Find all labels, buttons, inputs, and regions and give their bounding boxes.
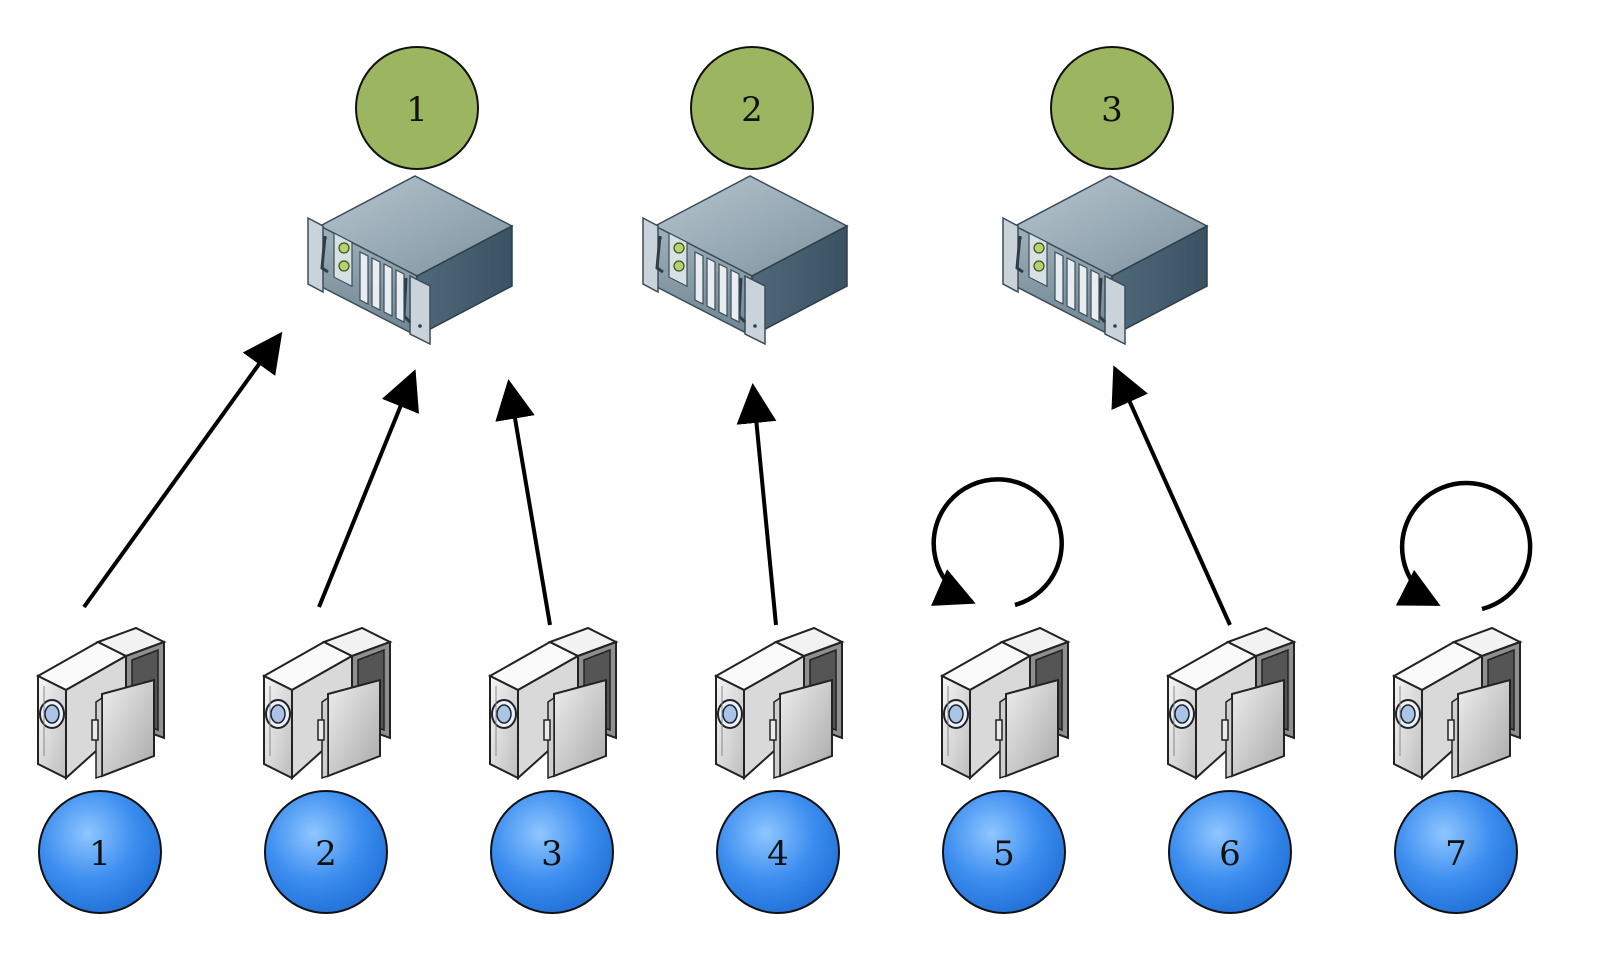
rack-server-icon	[306, 174, 514, 346]
rack-server-icon	[1001, 174, 1209, 346]
server-label-3: 3	[1101, 90, 1123, 130]
device-label-4: 4	[767, 834, 789, 874]
device-node-4: 4	[715, 627, 843, 914]
arrow-device4-to-server2	[736, 383, 778, 626]
rack-server-icon	[641, 174, 849, 346]
device-node-3: 3	[489, 627, 617, 914]
device-label-2: 2	[315, 834, 337, 874]
server-label-1: 1	[406, 90, 428, 130]
device-label-5: 5	[993, 834, 1015, 874]
camcorder-icon	[715, 627, 843, 779]
device-badge-7	[1394, 790, 1518, 914]
device-node-6: 6	[1167, 627, 1295, 914]
device-node-2: 2	[263, 627, 391, 914]
camcorder-icon	[489, 627, 617, 779]
device-label-3: 3	[541, 834, 563, 874]
camcorder-icon	[1167, 627, 1295, 779]
device-node-5: 5	[941, 627, 1069, 914]
device-badge-4	[716, 790, 840, 914]
arrow-device3-to-server1	[495, 379, 552, 626]
device-label-1: 1	[89, 834, 111, 874]
loop-arrow-device7	[1395, 480, 1533, 612]
device-badge-6	[1168, 790, 1292, 914]
device-badge-3	[490, 790, 614, 914]
device-badge-1	[38, 790, 162, 914]
arrow-device2-to-server1	[317, 369, 419, 608]
device-node-1: 1	[37, 627, 165, 914]
camcorder-icon	[263, 627, 391, 779]
server-badge-3	[1050, 46, 1174, 170]
server-node-2: 2	[641, 46, 849, 346]
arrow-device1-to-server1	[82, 331, 283, 609]
device-label-6: 6	[1219, 834, 1241, 874]
loop-arrow-device5	[930, 477, 1064, 608]
camcorder-icon	[941, 627, 1069, 779]
device-node-7: 7	[1393, 627, 1521, 914]
server-badge-2	[690, 46, 814, 170]
arrow-device6-to-server3	[1111, 365, 1232, 626]
device-label-7: 7	[1445, 834, 1467, 874]
camcorder-icon	[1393, 627, 1521, 779]
device-badge-5	[942, 790, 1066, 914]
server-label-2: 2	[741, 90, 763, 130]
server-node-3: 3	[1001, 46, 1209, 346]
camcorder-icon	[37, 627, 165, 779]
server-node-1: 1	[306, 46, 514, 346]
device-badge-2	[264, 790, 388, 914]
server-badge-1	[355, 46, 479, 170]
